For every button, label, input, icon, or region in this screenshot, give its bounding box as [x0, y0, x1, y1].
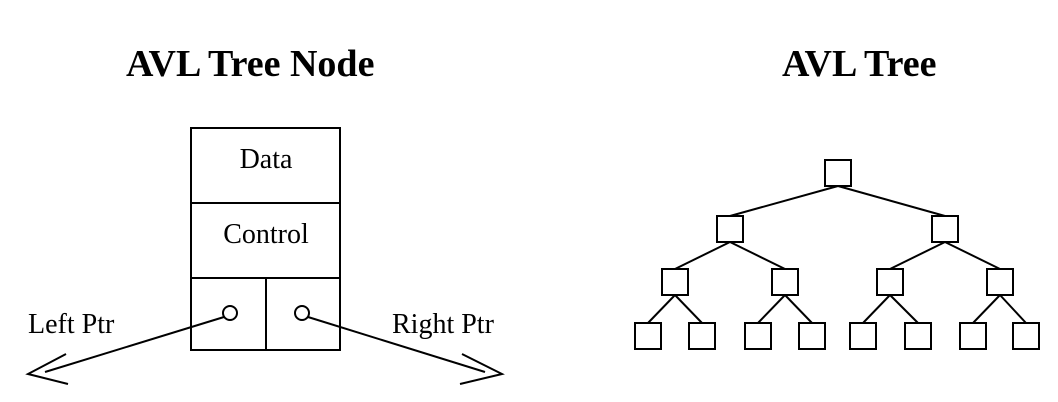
tree-edge — [972, 294, 1001, 324]
tree-node — [1012, 322, 1040, 350]
tree-node — [931, 215, 959, 243]
tree-edge — [729, 185, 839, 217]
tree-node — [744, 322, 772, 350]
tree-edge — [674, 294, 703, 324]
tree-edge — [784, 294, 813, 324]
tree-edge — [944, 241, 1001, 270]
right-pointer-circle — [294, 305, 310, 321]
tree-node — [824, 159, 852, 187]
tree-node — [634, 322, 662, 350]
tree-edge — [757, 294, 786, 324]
tree-edge — [729, 241, 786, 270]
right-pointer-arrow — [307, 316, 505, 385]
tree-node — [904, 322, 932, 350]
tree-edge — [999, 294, 1027, 324]
tree-node — [876, 268, 904, 296]
data-field-label: Data — [240, 144, 293, 175]
avl-node-structure — [190, 127, 341, 351]
tree-node — [688, 322, 716, 350]
tree-edge — [889, 241, 946, 270]
tree-edge — [889, 294, 919, 324]
left-pointer-circle — [222, 305, 238, 321]
tree-edge — [862, 294, 891, 324]
tree-edge — [647, 294, 676, 324]
tree-nodes — [634, 159, 1040, 350]
left-pointer-arrow — [25, 316, 225, 385]
tree-node — [661, 268, 689, 296]
tree-node — [849, 322, 877, 350]
avl-tree-title: AVL Tree — [782, 43, 937, 85]
tree-node — [716, 215, 744, 243]
tree-node — [959, 322, 987, 350]
right-pointer-label: Right Ptr — [392, 309, 495, 340]
left-pointer-label: Left Ptr — [28, 309, 115, 340]
avl-node-title: AVL Tree Node — [126, 43, 375, 85]
control-field-label: Control — [223, 219, 309, 250]
tree-edge — [674, 241, 731, 270]
tree-node — [798, 322, 826, 350]
tree-node — [771, 268, 799, 296]
tree-edges — [647, 185, 1027, 324]
tree-node — [986, 268, 1014, 296]
tree-edge — [837, 185, 946, 217]
right-pointer-cell — [265, 277, 341, 351]
